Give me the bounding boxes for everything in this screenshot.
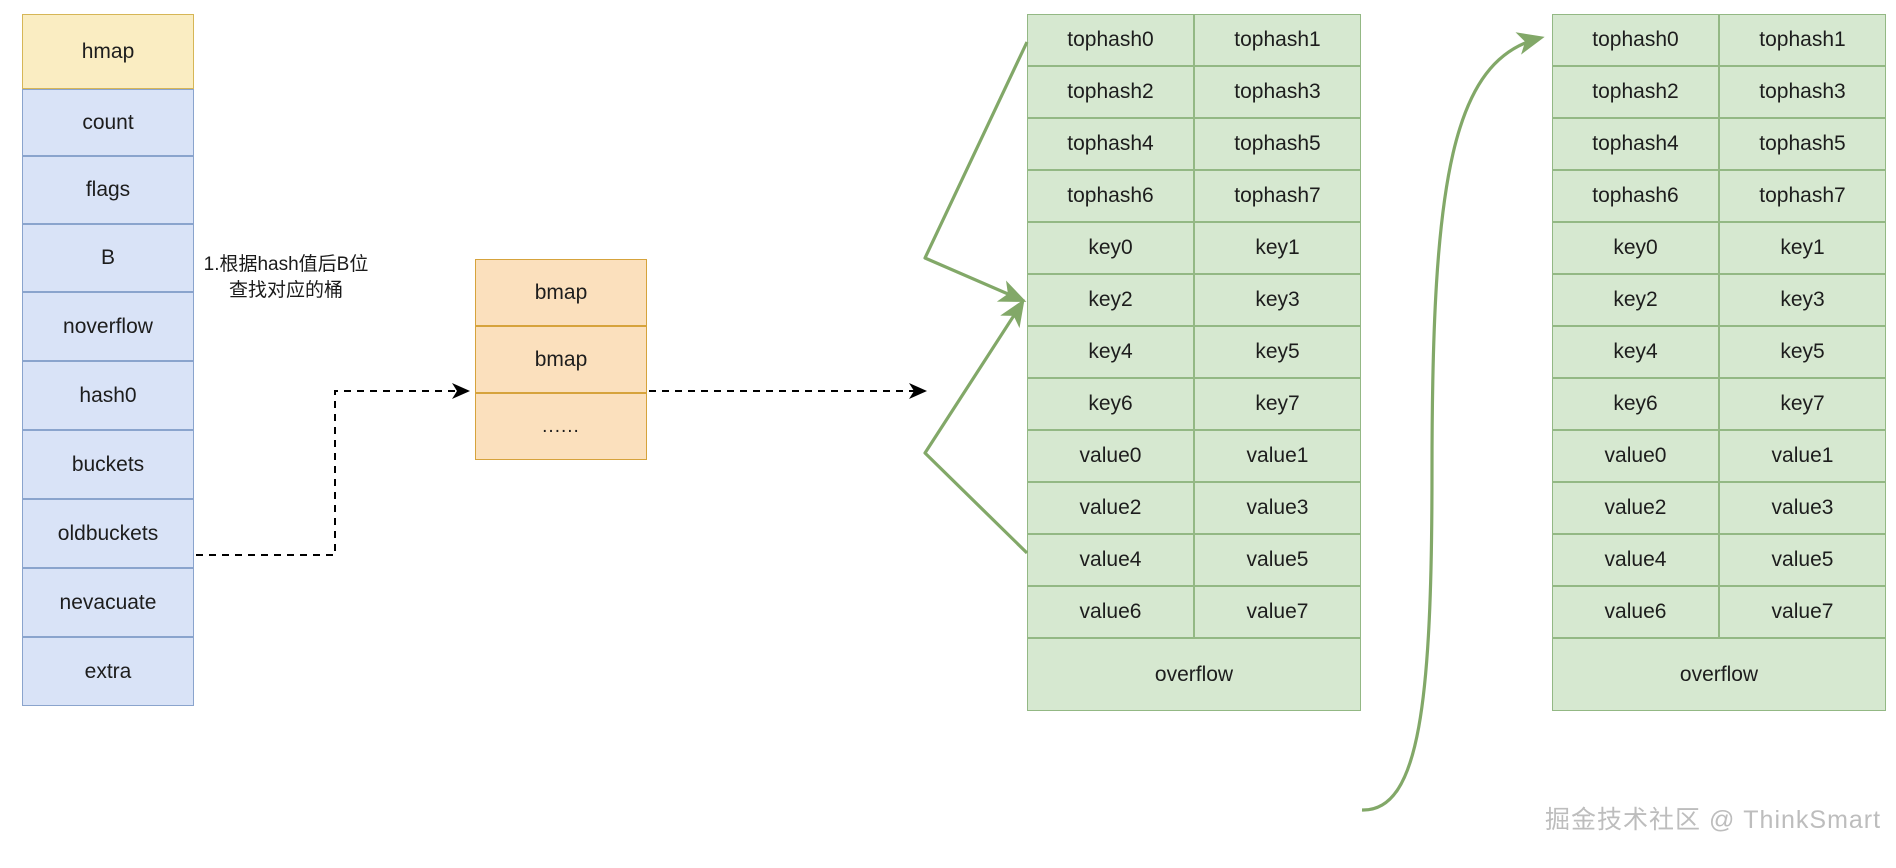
bucket-cell-value4: value4 bbox=[1552, 534, 1719, 586]
bucket-cell-value1: value1 bbox=[1194, 430, 1361, 482]
bucket-cell-tophash3: tophash3 bbox=[1194, 66, 1361, 118]
bucket-cell-tophash4: tophash4 bbox=[1552, 118, 1719, 170]
bucket-cell-key1: key1 bbox=[1719, 222, 1886, 274]
bmap-row-0: bmap bbox=[475, 259, 647, 326]
bucket-cell-key5: key5 bbox=[1719, 326, 1886, 378]
bucket-cell-tophash1: tophash1 bbox=[1719, 14, 1886, 66]
bucket-cell-key3: key3 bbox=[1194, 274, 1361, 326]
bucket-cell-value0: value0 bbox=[1552, 430, 1719, 482]
bucket-cell-key0: key0 bbox=[1552, 222, 1719, 274]
bucket-cell-tophash5: tophash5 bbox=[1194, 118, 1361, 170]
bmap-row-1: bmap bbox=[475, 326, 647, 393]
hmap-field-nevacuate: nevacuate bbox=[22, 568, 194, 637]
hmap-header-cell: hmap bbox=[22, 14, 194, 89]
bucket-cell-key6: key6 bbox=[1552, 378, 1719, 430]
bucket-cell-key7: key7 bbox=[1719, 378, 1886, 430]
bucket-cell-tophash6: tophash6 bbox=[1027, 170, 1194, 222]
green-arrow-upper bbox=[923, 41, 1029, 302]
bucket-cell-tophash0: tophash0 bbox=[1027, 14, 1194, 66]
bucket-cell-key5: key5 bbox=[1194, 326, 1361, 378]
hmap-field-count: count bbox=[22, 89, 194, 156]
bucket-cell-key6: key6 bbox=[1027, 378, 1194, 430]
bucket-overflow-cell: overflow bbox=[1027, 638, 1361, 711]
bucket-cell-key2: key2 bbox=[1027, 274, 1194, 326]
hmap-field-b: B bbox=[22, 224, 194, 292]
bmap-row-ellipsis: ...... bbox=[475, 393, 647, 460]
annotation-step-1: 1.根据hash值后B位 查找对应的桶 bbox=[186, 252, 386, 304]
bucket-cell-value3: value3 bbox=[1719, 482, 1886, 534]
bucket-cell-value0: value0 bbox=[1027, 430, 1194, 482]
hmap-field-flags: flags bbox=[22, 156, 194, 224]
bucket-cell-tophash1: tophash1 bbox=[1194, 14, 1361, 66]
bucket-cell-value3: value3 bbox=[1194, 482, 1361, 534]
annotation-line-1: 1.根据hash值后B位 bbox=[203, 254, 369, 275]
bucket-cell-tophash5: tophash5 bbox=[1719, 118, 1886, 170]
bucket-cell-tophash3: tophash3 bbox=[1719, 66, 1886, 118]
hmap-field-noverflow: noverflow bbox=[22, 292, 194, 361]
bucket-cell-tophash6: tophash6 bbox=[1552, 170, 1719, 222]
hmap-field-extra: extra bbox=[22, 637, 194, 706]
bucket-overflow-cell: overflow bbox=[1552, 638, 1886, 711]
hmap-struct: hmap count flags B noverflow hash0 bucke… bbox=[22, 14, 194, 868]
bucket-cell-key1: key1 bbox=[1194, 222, 1361, 274]
hmap-field-hash0: hash0 bbox=[22, 361, 194, 430]
bucket-cell-value6: value6 bbox=[1552, 586, 1719, 638]
bucket-cell-key2: key2 bbox=[1552, 274, 1719, 326]
bucket-cell-value6: value6 bbox=[1027, 586, 1194, 638]
bucket-cell-tophash2: tophash2 bbox=[1027, 66, 1194, 118]
bucket-cell-tophash4: tophash4 bbox=[1027, 118, 1194, 170]
bucket-cell-tophash0: tophash0 bbox=[1552, 14, 1719, 66]
bucket-cell-value4: value4 bbox=[1027, 534, 1194, 586]
bucket-cell-key4: key4 bbox=[1027, 326, 1194, 378]
bucket-cell-tophash7: tophash7 bbox=[1194, 170, 1361, 222]
annotation-line-2: 查找对应的桶 bbox=[228, 280, 343, 301]
bucket-cell-value5: value5 bbox=[1194, 534, 1361, 586]
dashed-arrow-buckets-to-bmap bbox=[196, 383, 470, 556]
bucket-cell-tophash2: tophash2 bbox=[1552, 66, 1719, 118]
bucket-cell-value2: value2 bbox=[1552, 482, 1719, 534]
bucket-cell-value7: value7 bbox=[1719, 586, 1886, 638]
bucket-cell-key4: key4 bbox=[1552, 326, 1719, 378]
bucket-cell-key3: key3 bbox=[1719, 274, 1886, 326]
hmap-field-oldbuckets: oldbuckets bbox=[22, 499, 194, 568]
bucket-cell-tophash7: tophash7 bbox=[1719, 170, 1886, 222]
bucket-cell-value5: value5 bbox=[1719, 534, 1886, 586]
bucket-cell-key0: key0 bbox=[1027, 222, 1194, 274]
bmap-array: bmap bmap ...... bbox=[475, 259, 647, 460]
bucket-cell-key7: key7 bbox=[1194, 378, 1361, 430]
bucket-cell-value7: value7 bbox=[1194, 586, 1361, 638]
green-curved-arrow-overflow bbox=[1361, 32, 1545, 812]
green-arrow-lower bbox=[923, 298, 1029, 555]
hmap-field-buckets: buckets bbox=[22, 430, 194, 499]
bucket-cell-value1: value1 bbox=[1719, 430, 1886, 482]
bucket-cell-value2: value2 bbox=[1027, 482, 1194, 534]
